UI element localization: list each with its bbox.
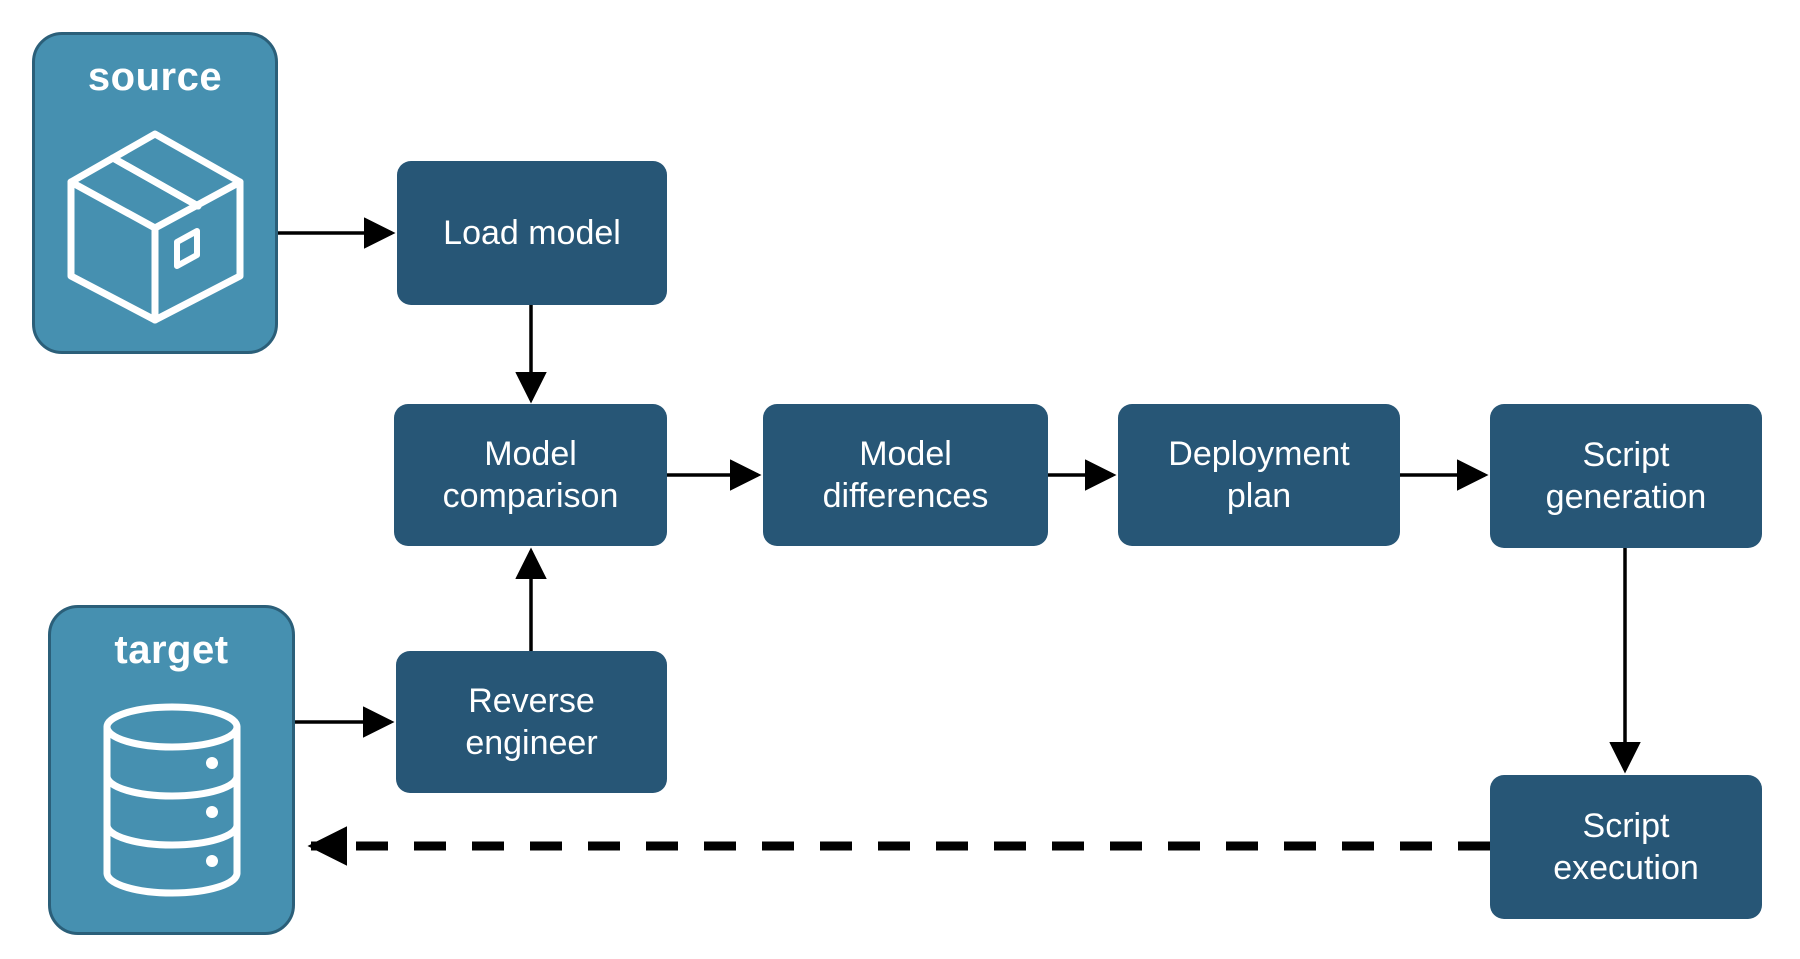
node-deployment-plan[interactable]: Deployment plan: [1118, 404, 1400, 546]
endpoint-target[interactable]: target: [48, 605, 295, 935]
endpoint-source-label: source: [87, 55, 223, 99]
node-load-model[interactable]: Load model: [397, 161, 667, 305]
endpoint-source[interactable]: source: [32, 32, 278, 354]
node-model-comparison[interactable]: Model comparison: [394, 404, 667, 546]
node-script-generation[interactable]: Script generation: [1490, 404, 1762, 548]
node-script-execution[interactable]: Script execution: [1490, 775, 1762, 919]
endpoint-target-label: target: [114, 628, 229, 672]
node-reverse-engineer[interactable]: Reverse engineer: [396, 651, 667, 793]
package-box-icon: [35, 97, 275, 351]
database-cylinder-icon: [51, 670, 292, 932]
node-model-differences[interactable]: Model differences: [763, 404, 1048, 546]
